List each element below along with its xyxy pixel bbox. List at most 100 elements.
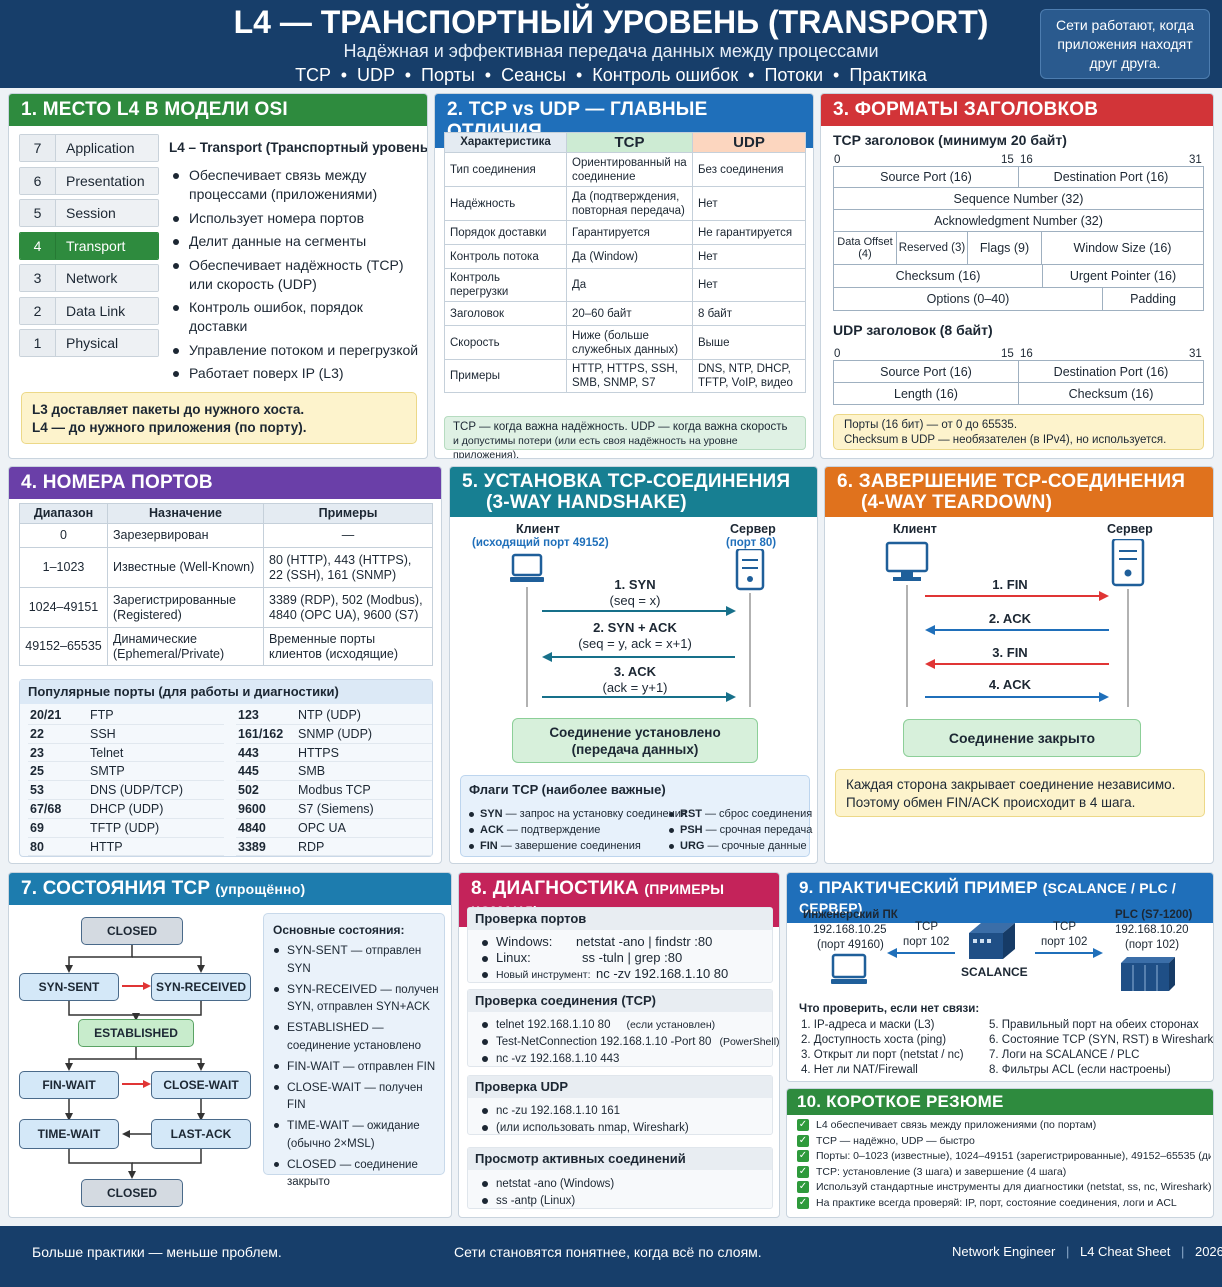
table-cell: Нет	[692, 244, 806, 269]
flag-desc: — запрос на установку соединения	[505, 808, 687, 820]
port-service: NTP (UDP)	[298, 708, 361, 722]
port-service: Telnet	[90, 745, 124, 760]
laptop-icon	[510, 553, 544, 582]
summary-item: ✓Используй стандартные инструменты для д…	[797, 1180, 1211, 1196]
table-cell: 1024–49151	[19, 587, 108, 628]
table-cell: Выше	[692, 325, 806, 360]
table-cell: Надёжность	[444, 186, 567, 221]
state-desc: — отправлен FIN	[343, 1060, 436, 1073]
plc-port: (порт 102)	[1125, 939, 1180, 951]
handshake-result: Соединение установлено (передача данных)	[512, 718, 758, 763]
tcp-field: Source Port (16)	[833, 166, 1019, 188]
command: ss -tuln | grep :80	[582, 950, 683, 965]
bit-15: 15	[1001, 348, 1014, 360]
command: nc -zv 192.168.1.10 80	[596, 966, 729, 981]
note-line: Поэтому обмен FIN/ACK происходит в 4 шаг…	[846, 795, 1136, 810]
teardown-diagram	[885, 539, 1145, 707]
osi-layer-number: 1	[20, 330, 56, 356]
col-header: Диапазон	[19, 503, 108, 524]
flag-item: RST— сброс соединения	[669, 806, 812, 822]
arrow-syn	[542, 606, 736, 616]
tcp-field: Destination Port (16)	[1018, 166, 1204, 188]
section-practice: 9. ПРАКТИЧЕСКИЙ ПРИМЕР (SCALANCE / PLC /…	[786, 872, 1214, 1082]
osi-layer-number: 7	[20, 135, 56, 161]
table-cell: Контроль потока	[444, 244, 567, 269]
state-desc: — получен FIN	[287, 1081, 423, 1112]
step-detail: (seq = y, ack = x+1)	[578, 636, 692, 651]
server-icon	[1111, 539, 1145, 587]
bullet	[173, 305, 179, 311]
table-cell: —	[263, 523, 433, 548]
checkmark-icon: ✓	[797, 1196, 809, 1209]
note-line: L3 доставляет пакеты до нужного хоста.	[32, 402, 305, 417]
section-title: 6. ЗАВЕРШЕНИЕ TCP-СОЕДИНЕНИЯ (4-WAY TEAR…	[825, 467, 1213, 517]
table-cell: Нет	[692, 268, 806, 302]
tcp-field: Padding	[1102, 287, 1204, 311]
group-title: Проверка портов	[468, 908, 772, 930]
col-header: Характеристика	[444, 132, 567, 153]
tcp-label: TCP	[915, 921, 938, 933]
table-cell: Динамические (Ephemeral/Private)	[107, 627, 264, 666]
bullet	[482, 1180, 488, 1187]
bullet	[469, 811, 474, 817]
check-item: 4. Нет ли NAT/Firewall	[801, 1064, 918, 1076]
check-item: 1. IP-адреса и маски (L3)	[801, 1019, 935, 1031]
command: telnet 192.168.1.10 80	[496, 1019, 611, 1031]
osi-layer-name: Network	[56, 265, 158, 291]
port-label: порт 102	[903, 936, 950, 948]
command: netstat -ano (Windows)	[496, 1178, 615, 1190]
table-cell: 20–60 байт	[566, 301, 693, 326]
plc-ip: 192.168.10.20	[1115, 924, 1189, 936]
port-number: 502	[238, 783, 259, 798]
state-item: ESTABLISHED — соединение установлено	[273, 1019, 441, 1054]
checkmark-icon: ✓	[797, 1150, 809, 1163]
check-title: Что проверить, если нет связи:	[799, 1003, 980, 1015]
state-arrows	[65, 945, 205, 1179]
checkmark-icon: ✓	[797, 1119, 809, 1132]
bullet	[482, 939, 488, 946]
flag-name: SYN	[480, 808, 503, 820]
os-label: Windows:	[496, 934, 553, 949]
section-title: 4. НОМЕРА ПОРТОВ	[9, 467, 441, 499]
title-line: (3-WAY HANDSHAKE)	[486, 492, 687, 513]
state-syn-sent: SYN-SENT	[19, 973, 119, 1001]
flag-item: FIN— завершение соединения	[469, 838, 687, 854]
plc-label: PLC (S7-1200)	[1115, 909, 1193, 921]
group-udp: Проверка UDP nc -zu 192.168.1.10 161 (ил…	[467, 1075, 773, 1135]
osi-note: L3 доставляет пакеты до нужного хоста. L…	[21, 392, 417, 444]
state-established: ESTABLISHED	[78, 1019, 194, 1047]
bullet	[274, 1063, 279, 1069]
table-cell: Ориентированный на соединение	[566, 152, 693, 187]
port-number: 445	[238, 764, 259, 779]
bullet	[469, 843, 474, 849]
port-number: 22	[30, 726, 44, 741]
tcp-field: Reserved (3)	[896, 231, 968, 265]
udp-field: Destination Port (16)	[1018, 360, 1204, 383]
state-last-ack: LAST-ACK	[151, 1119, 251, 1149]
port-service: RDP	[298, 839, 325, 854]
port-service: DHCP (UDP)	[90, 801, 164, 816]
arrow-syn-ack	[542, 652, 735, 662]
section-title: 5. УСТАНОВКА TCP-СОЕДИНЕНИЯ (3-WAY HANDS…	[450, 467, 817, 517]
plc-icon	[1121, 957, 1175, 991]
table-cell: Примеры	[444, 359, 567, 393]
quote-box: Сети работают, когда приложения находят …	[1040, 9, 1210, 79]
step-label: 2. ACK	[988, 611, 1032, 626]
state-desc: — отправлен SYN	[287, 945, 422, 975]
osi-layer-number: 4	[20, 232, 56, 259]
table-cell: 8 байт	[692, 301, 806, 326]
port-service: Modbus TCP	[298, 783, 371, 798]
note-line: Checksum в UDP — необязателен (в IPv4), …	[844, 434, 1167, 446]
osi-layer-name: Application	[56, 135, 158, 161]
step-label: 4. ACK	[988, 677, 1032, 692]
check-item: 2. Доступность хоста (ping)	[801, 1034, 947, 1046]
table-cell: Контроль перегрузки	[444, 268, 567, 302]
